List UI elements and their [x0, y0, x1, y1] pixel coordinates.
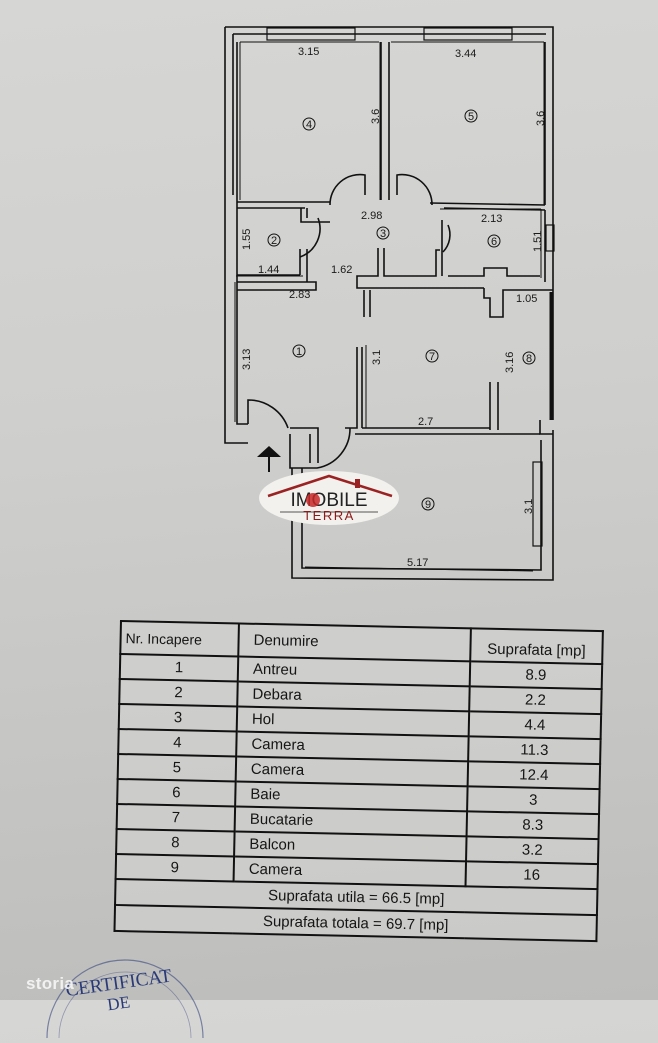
- header-area: Suprafata [mp]: [470, 628, 603, 665]
- dim-room5-height: 3.6: [535, 111, 547, 126]
- logo-brand-bottom: TERRA: [303, 508, 355, 523]
- dim-room4-width: 3.15: [298, 46, 319, 58]
- dim-room3-depth: 1.62: [331, 264, 352, 276]
- header-nr: Nr. Incapere: [120, 621, 239, 657]
- cell-nr: 3: [118, 704, 238, 732]
- header-name: Denumire: [238, 623, 471, 662]
- room-label-1: 1: [296, 346, 302, 358]
- cell-nr: 6: [117, 778, 236, 807]
- dim-room7-width: 2.7: [418, 416, 433, 428]
- cell-area: 8.3: [466, 811, 600, 840]
- dim-room8-height: 3.16: [504, 352, 516, 373]
- dim-room2-height: 1.55: [241, 229, 253, 250]
- room-label-7: 7: [429, 351, 435, 363]
- cell-area: 8.9: [469, 661, 603, 690]
- cell-nr: 8: [116, 828, 235, 857]
- room-label-6: 6: [491, 236, 497, 248]
- cell-nr: 2: [119, 679, 238, 707]
- arrow-up-icon: [257, 446, 281, 472]
- room-label-2: 2: [271, 235, 277, 247]
- dim-room8-width: 1.05: [516, 293, 537, 305]
- dim-room1-height: 3.13: [241, 349, 253, 370]
- imobile-terra-logo: IMOBILE TERRA: [258, 470, 400, 526]
- cell-area: 4.4: [468, 711, 602, 740]
- dim-room1-width: 2.83: [289, 289, 310, 301]
- certificate-stamp: CERTIFICAT DE: [30, 958, 220, 1043]
- cell-nr: 4: [118, 728, 237, 757]
- stamp-text-2: DE: [106, 992, 131, 1014]
- storia-watermark: storia: [26, 974, 75, 993]
- room-label-4: 4: [306, 119, 312, 131]
- cell-nr: 9: [115, 853, 235, 882]
- room-label-9: 9: [425, 499, 431, 511]
- cell-nr: 5: [117, 753, 237, 782]
- cell-area: 12.4: [467, 761, 601, 790]
- cell-area: 2.2: [469, 686, 602, 715]
- cell-area: 11.3: [468, 736, 601, 765]
- cell-area: 16: [465, 861, 598, 890]
- dim-room9-width: 5.17: [407, 557, 428, 569]
- cell-nr: 7: [116, 803, 236, 832]
- cell-nr: 1: [119, 654, 239, 682]
- dim-room3-width: 2.98: [361, 210, 382, 222]
- room-label-5: 5: [468, 111, 474, 123]
- dim-room7-height: 3.1: [371, 350, 383, 365]
- room-label-3: 3: [380, 228, 386, 240]
- cell-area: 3.2: [466, 836, 599, 865]
- dim-room4-height: 3.6: [370, 109, 382, 124]
- dim-room5-width: 3.44: [455, 48, 476, 60]
- cell-area: 3: [467, 786, 600, 815]
- dim-room6-width: 2.13: [481, 213, 502, 225]
- dim-room2-width: 1.44: [258, 264, 279, 276]
- dim-room6-height: 1.51: [532, 231, 544, 252]
- dim-room9-height: 3.1: [523, 499, 535, 514]
- floor-plan: 3.15 3.44 3.6 3.6 2.98 2.13 1.55 1.51 1.…: [224, 26, 555, 581]
- room-label-8: 8: [526, 353, 532, 365]
